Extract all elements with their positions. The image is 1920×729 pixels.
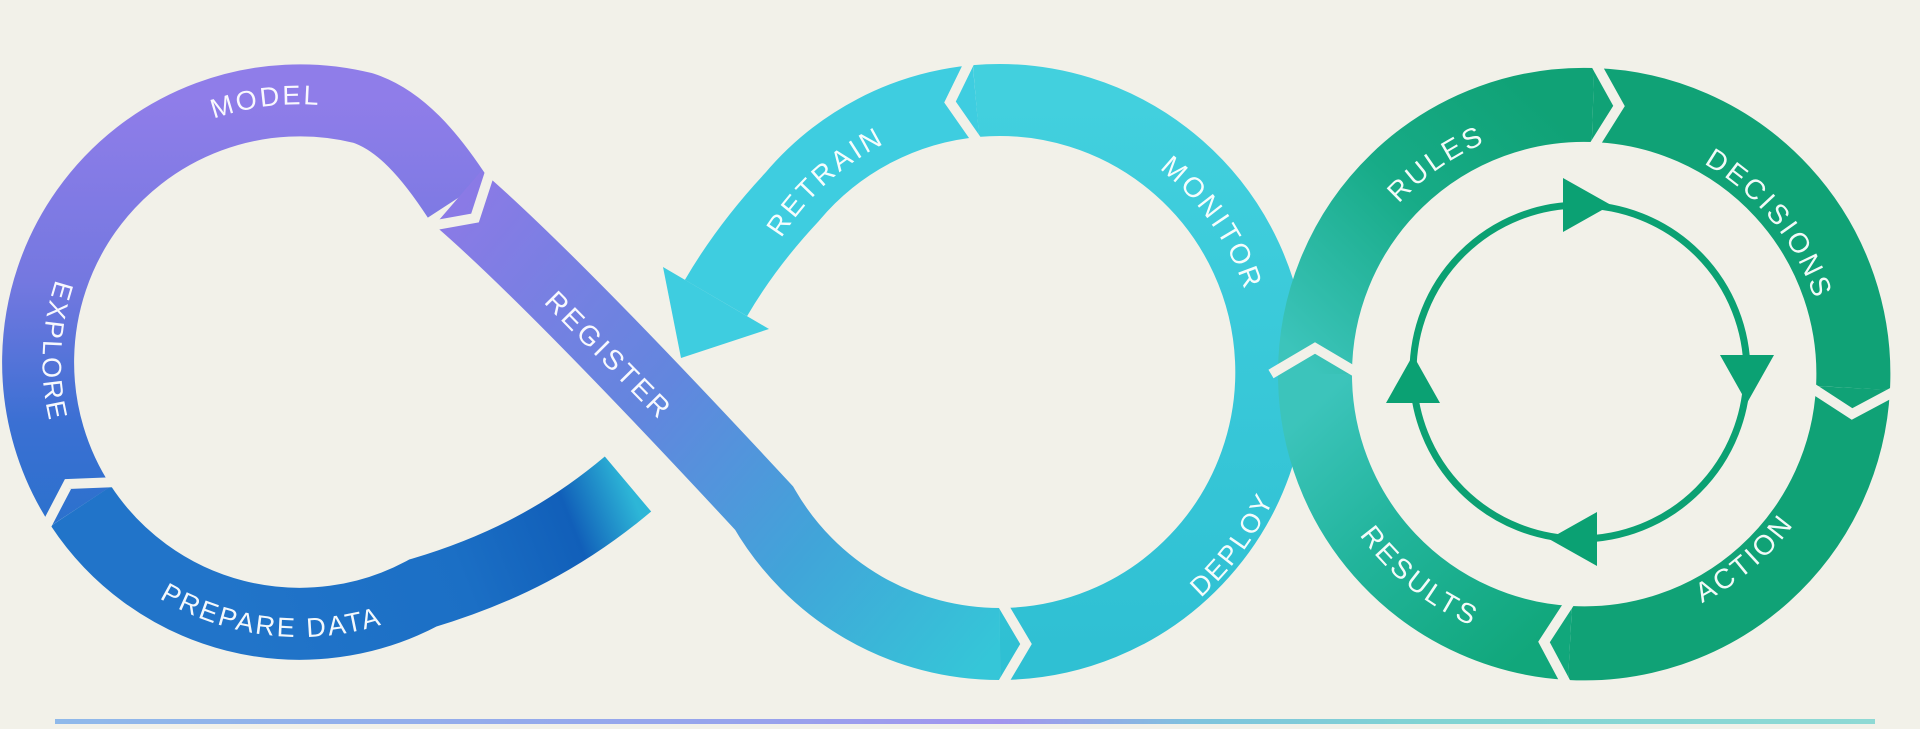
bottom-accent-bar (55, 719, 1875, 724)
inner-cycle-arrow-top-icon (1563, 178, 1611, 232)
prepare-data-arc (50, 456, 652, 660)
chevron-gap-left-upper-icon (424, 167, 496, 232)
inner-cycle-arrow-bottom-icon (1549, 512, 1597, 566)
rules-arc (1278, 67, 1595, 375)
explore-model-arc (2, 64, 489, 526)
chevron-gap-middle-top-icon (944, 54, 985, 148)
results-arc (1277, 373, 1573, 680)
inner-cycle-arrow-right-icon (1720, 355, 1774, 403)
chevron-gap-crossing-icon (1268, 342, 1362, 379)
deploy-monitor-arc (972, 64, 1308, 680)
action-arc (1568, 385, 1890, 681)
retrain-arrowhead-icon (663, 267, 769, 358)
chevron-gap-right-top-icon (1587, 58, 1625, 152)
decisions-arc (1591, 68, 1891, 390)
inner-cycle-arrow-left-icon (1386, 355, 1440, 403)
inner-cycle-circle (1409, 201, 1751, 543)
register-band (434, 170, 1001, 681)
chevron-gap-middle-bottom-icon (995, 597, 1032, 691)
chevron-gap-left-lower-icon (39, 477, 119, 533)
chevron-gap-right-east-icon (1806, 381, 1900, 420)
retrain-arc (684, 65, 980, 317)
chevron-gap-right-bottom-icon (1538, 596, 1577, 690)
